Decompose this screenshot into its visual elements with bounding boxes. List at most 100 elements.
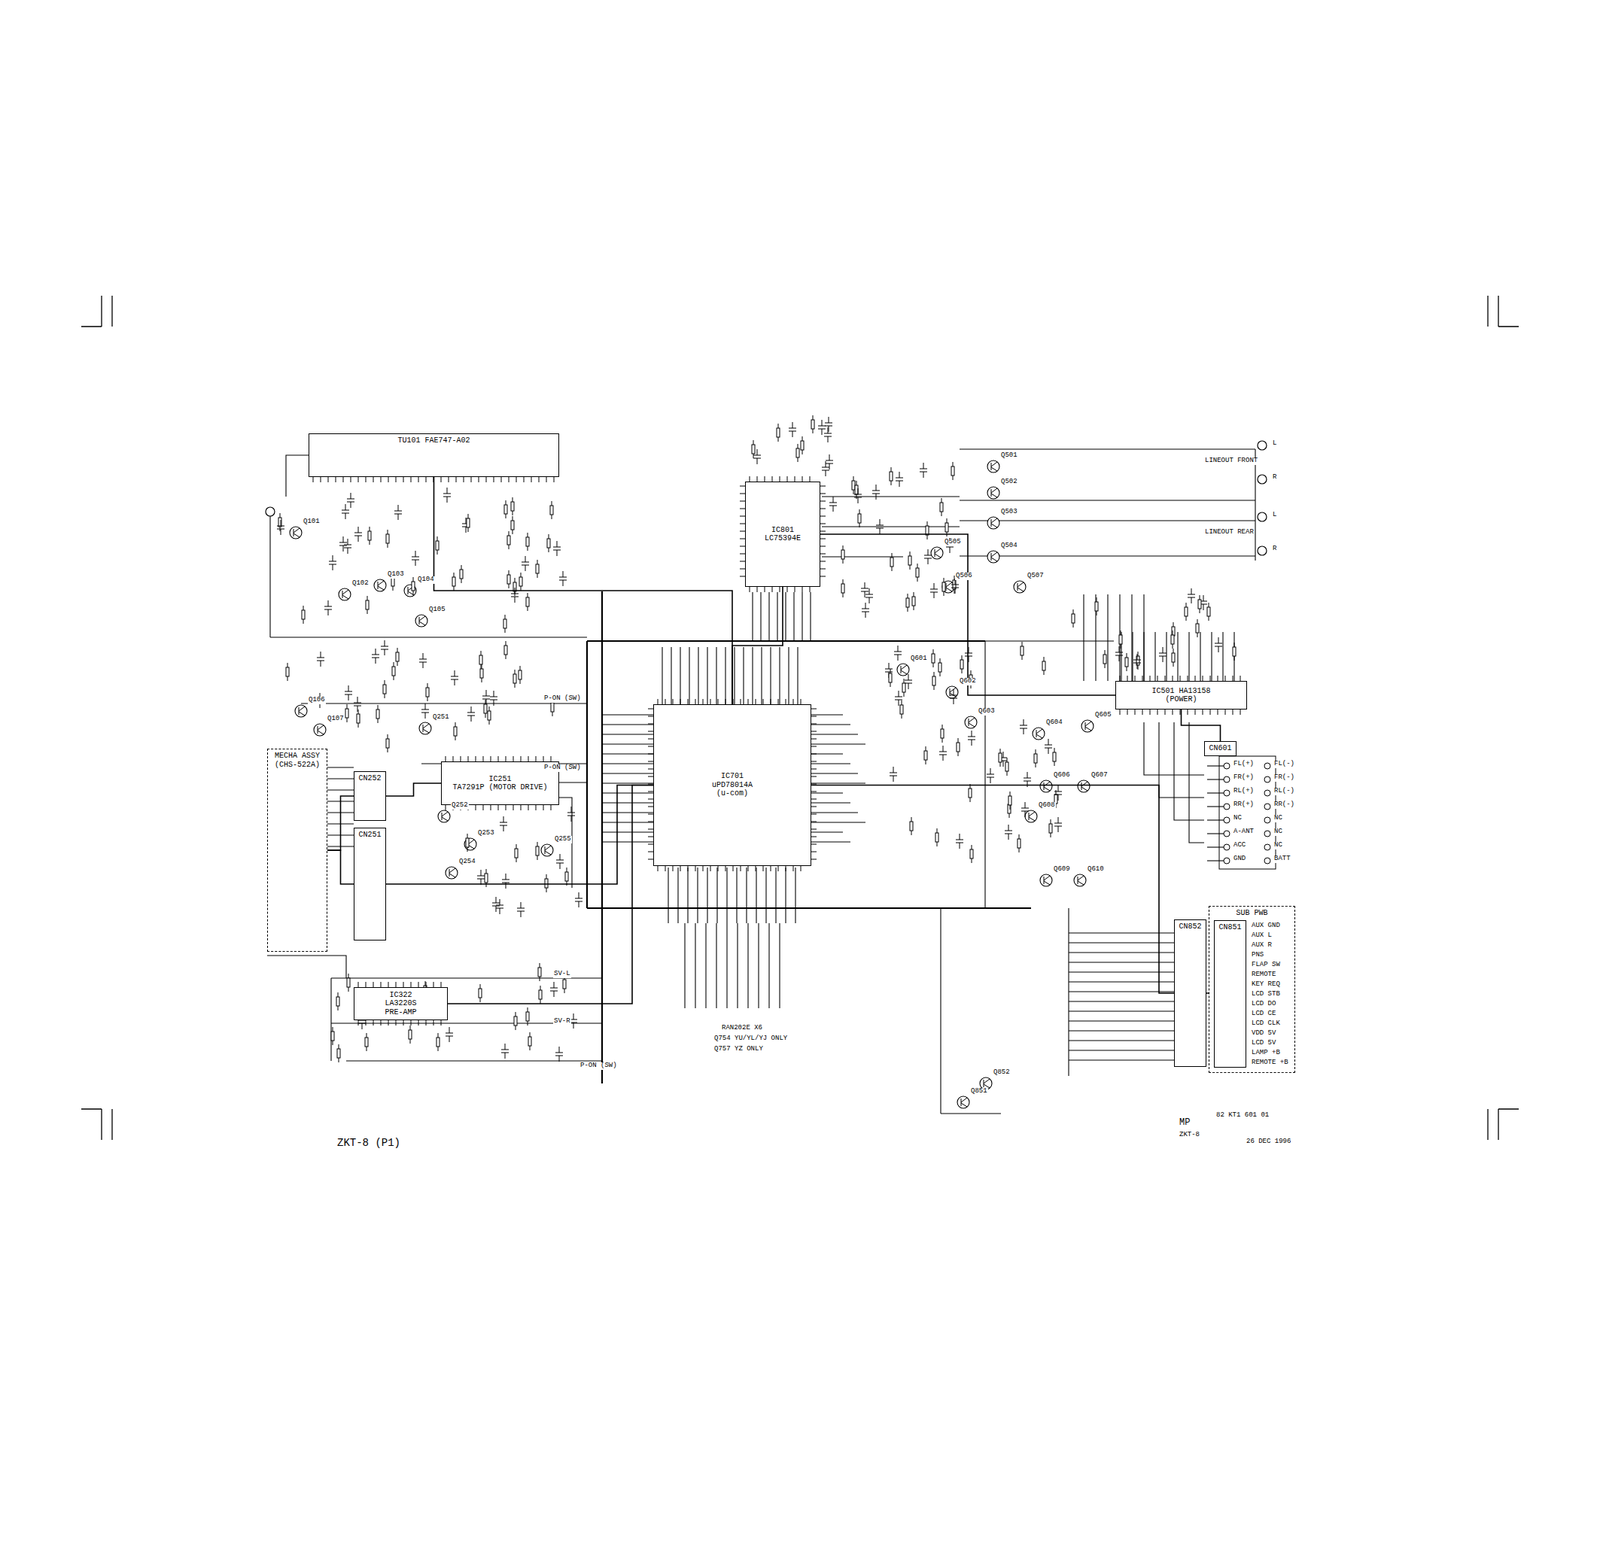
transistor-symbol — [1013, 580, 1026, 594]
pin-stub — [820, 516, 826, 518]
wire — [1068, 1000, 1175, 1002]
capacitor-symbol — [788, 422, 797, 438]
transistor-ref: Q603 — [977, 708, 996, 716]
resistor-symbol — [1049, 824, 1053, 834]
wire — [959, 448, 1256, 450]
capacitor-symbol — [1044, 739, 1053, 755]
pin-stub — [1217, 709, 1219, 715]
part-name: CN851 — [1218, 923, 1242, 933]
wire — [1068, 981, 1175, 983]
resistor-symbol — [538, 967, 542, 977]
transistor-symbol — [544, 845, 551, 855]
part-name: IC501 HA13158 — [1151, 687, 1211, 697]
capacitor-symbol — [421, 703, 429, 719]
pin-stub — [1232, 709, 1234, 715]
pin-stub — [755, 699, 757, 705]
pin-stub — [820, 538, 826, 540]
wire — [760, 592, 761, 642]
connector-box: CN252 — [353, 771, 387, 822]
transistor-symbol — [957, 1096, 970, 1109]
capacitor-symbol — [499, 816, 508, 832]
wire — [1068, 1059, 1175, 1061]
signal-connector — [447, 785, 654, 1005]
capacitor-symbol — [477, 869, 485, 886]
resistor-symbol — [425, 687, 429, 697]
transistor-symbol — [961, 1098, 968, 1108]
capacitor-symbol — [818, 419, 826, 435]
capacitor-symbol — [1187, 588, 1196, 604]
pin-stub — [725, 699, 727, 705]
schematic-label: NC — [1273, 815, 1284, 823]
pin-stub — [1225, 675, 1226, 682]
wire — [724, 647, 726, 705]
part-name: CN251 — [358, 830, 381, 840]
pin-stub — [680, 699, 682, 705]
transistor-ref: Q252 — [450, 802, 469, 810]
transistor-symbol — [1077, 876, 1084, 886]
wire — [1068, 961, 1175, 963]
pin-stub — [757, 587, 758, 593]
wire — [1068, 1020, 1175, 1022]
schematic-label: AUX L — [1250, 932, 1273, 940]
pin-stub — [358, 1020, 359, 1026]
pin-stub — [820, 561, 826, 563]
pin-stub — [687, 699, 689, 705]
wire — [1143, 594, 1144, 682]
schematic-label: SV-L — [553, 970, 572, 979]
resistor-symbol — [503, 619, 507, 629]
pin-stub — [748, 699, 749, 705]
pin-stub — [647, 769, 654, 770]
capacitor-symbol — [443, 487, 451, 503]
capacitor-symbol — [865, 588, 874, 604]
pin-stub — [647, 791, 654, 793]
wire — [716, 867, 718, 924]
capacitor-symbol — [1214, 637, 1223, 653]
resistor-symbol — [968, 788, 972, 798]
wire — [586, 641, 588, 909]
capacitor-symbol — [501, 1043, 509, 1059]
transistor-symbol — [317, 725, 324, 735]
signal-connector — [1181, 709, 1221, 742]
transistor-symbol — [964, 716, 977, 729]
pin-stub — [475, 805, 477, 811]
wire — [587, 907, 1032, 910]
resistor-symbol — [511, 520, 515, 530]
transistor-symbol — [415, 614, 428, 627]
transistor-symbol — [422, 723, 429, 734]
capacitor-symbol — [951, 578, 959, 594]
pin-stub — [787, 587, 788, 593]
wire — [811, 733, 858, 735]
resistor-symbol — [484, 873, 488, 883]
pin-stub — [395, 477, 397, 483]
transistor-ref: Q104 — [416, 576, 435, 585]
pin-stub — [1119, 675, 1121, 682]
pin-stub — [1232, 675, 1234, 682]
pin-stub — [647, 776, 654, 778]
capacitor-symbol — [511, 587, 519, 603]
transistor-ref: Q504 — [1000, 542, 1019, 551]
signal-connector — [434, 477, 734, 705]
pin-stub — [820, 576, 826, 578]
capacitor-symbol — [1054, 817, 1062, 833]
transistor-symbol — [987, 486, 1000, 499]
pin-stub — [647, 746, 654, 748]
transistor-ref: Q505 — [943, 538, 962, 547]
resistor-symbol — [800, 441, 804, 451]
connector-outline — [1219, 756, 1276, 870]
capacitor-symbol — [949, 689, 958, 705]
transistor-symbol — [968, 717, 975, 727]
capacitor-symbol — [517, 902, 525, 918]
transistor-symbol — [1081, 720, 1094, 733]
wire — [1068, 1040, 1175, 1041]
wire — [751, 592, 753, 642]
pin-stub — [410, 982, 412, 988]
resistor-symbol — [940, 729, 944, 739]
resistor-symbol — [938, 663, 942, 673]
transistor-ref: Q601 — [909, 655, 928, 664]
pin-stub — [647, 799, 654, 800]
pin-stub — [778, 866, 779, 872]
pin-stub — [739, 576, 746, 578]
pin-stub — [373, 1020, 375, 1026]
pin-symbol — [1223, 790, 1230, 797]
capacitor-symbol — [876, 519, 884, 535]
